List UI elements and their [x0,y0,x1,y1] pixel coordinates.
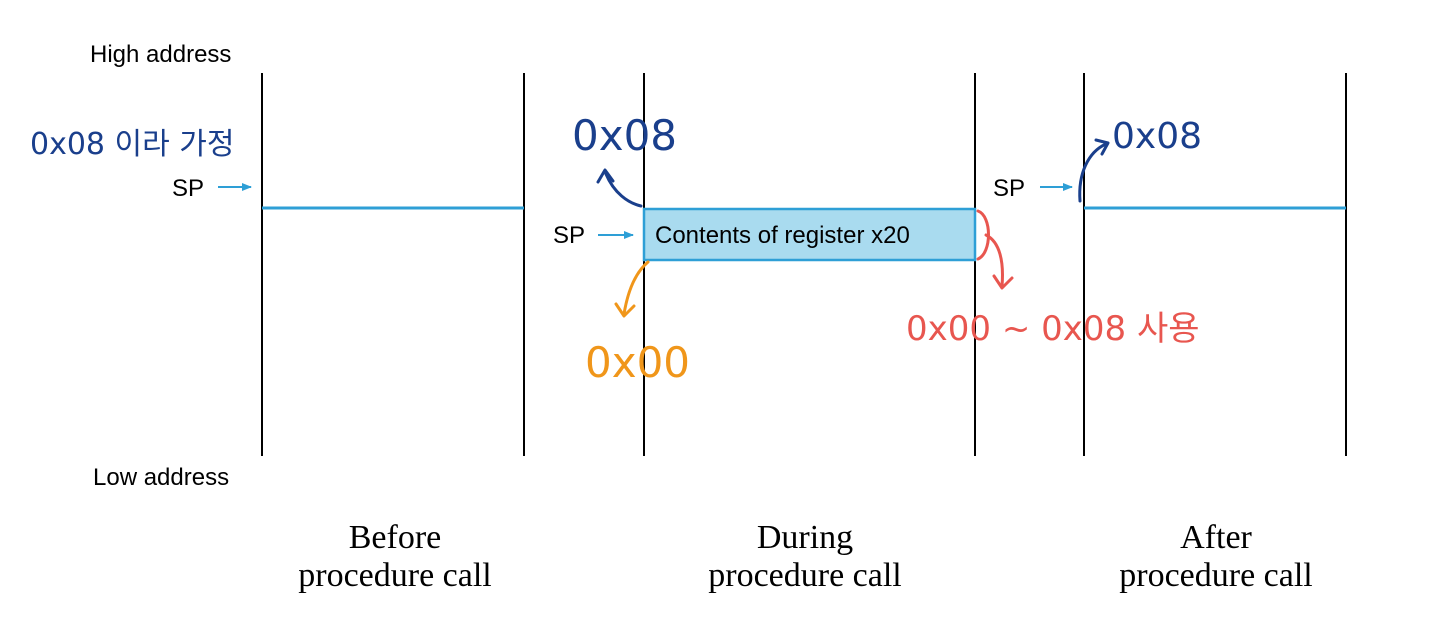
panel-before-caption-line2: procedure call [298,557,492,594]
annotation-range-arrow [984,233,1004,288]
annotation-range-0x00-0x08: 0x00 ~ 0x08 사용 [906,309,1200,349]
panel-during-caption-line1: During [757,519,853,556]
annotation-after-top-0x08: 0x08 [1112,116,1202,157]
annotation-range-arrowhead [992,274,1014,290]
panel-after-sp-label: SP [993,175,1025,202]
annotation-during-top-arrow [604,172,643,208]
annotation-after-top-arrow [1078,142,1108,203]
annotation-during-bottom-0x00: 0x00 [585,338,690,387]
panel-during-sp-label: SP [553,222,585,249]
panel-after-caption-line2: procedure call [1119,557,1313,594]
annotation-assume-0x08: 0x08 이라 가정 [30,127,235,162]
annotation-during-bottom-arrow [622,260,650,316]
panel-after-caption-line1: After [1180,519,1252,556]
low-address-label: Low address [93,464,229,491]
annotation-during-top-arrowhead [596,168,615,184]
high-address-label: High address [90,41,231,68]
panel-during-caption-line2: procedure call [708,557,902,594]
panel-before: SP Before procedure call [172,73,525,594]
annotation-after-top-arrowhead [1094,138,1110,156]
panel-after: SP After procedure call [993,73,1347,594]
register-x20-block-label: Contents of register x20 [655,222,910,249]
panel-before-sp-label: SP [172,175,204,202]
register-x20-block [642,207,977,262]
annotation-during-top-0x08: 0x08 [572,111,677,160]
panel-before-caption-line1: Before [349,519,442,556]
annotation-during-bottom-arrowhead [614,302,636,318]
